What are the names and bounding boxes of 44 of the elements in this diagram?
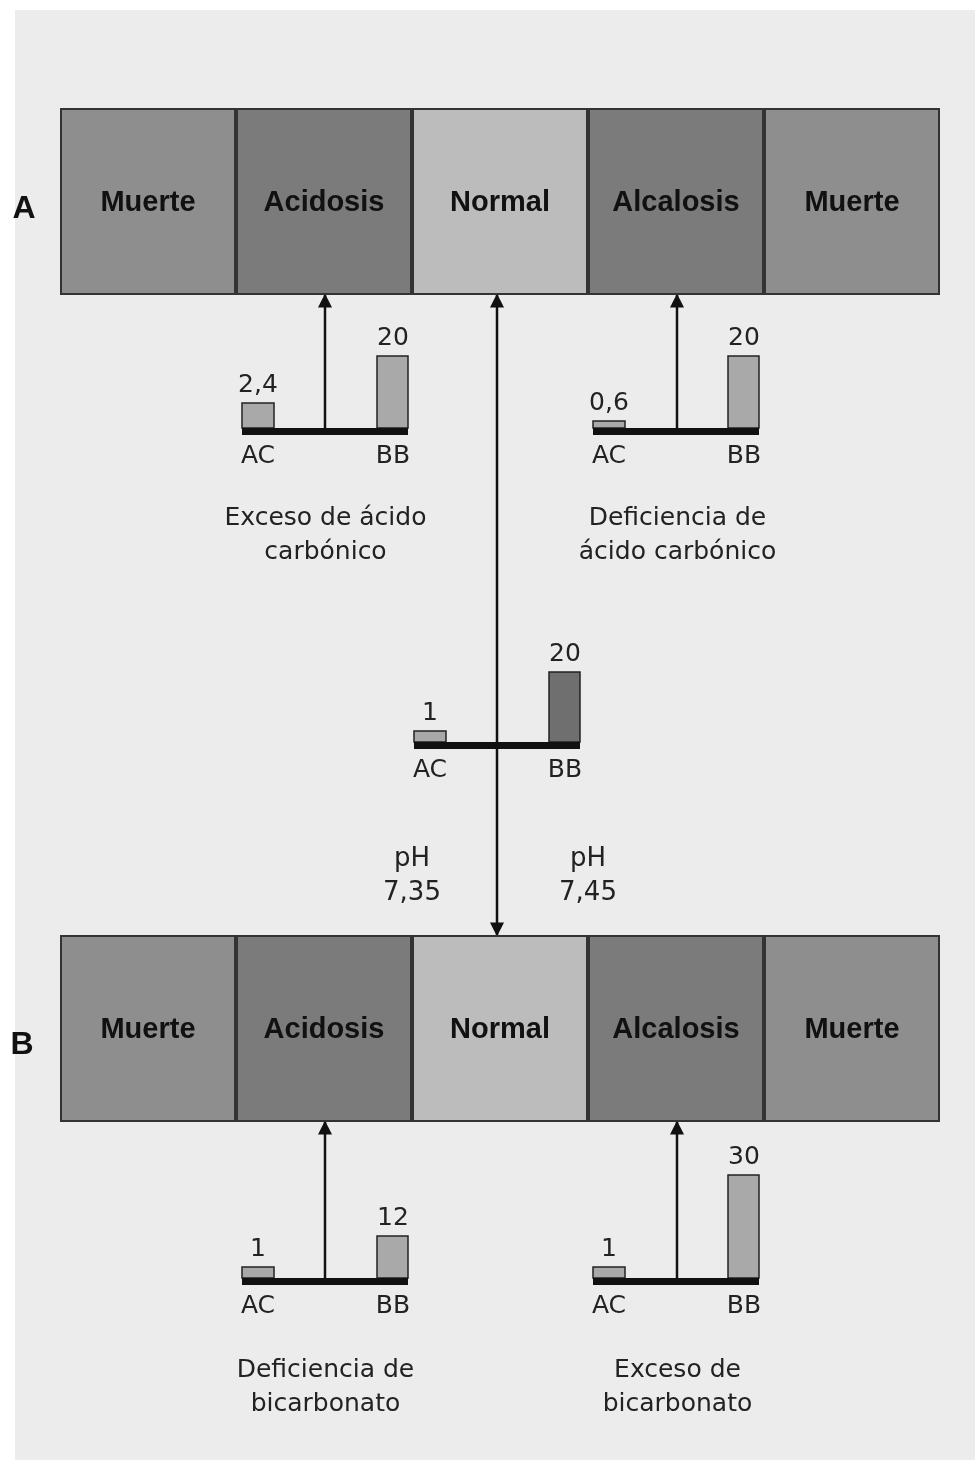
arrow	[490, 293, 504, 628]
ph-range-cell: Alcalosis	[588, 935, 764, 1122]
ph-range-cell: Muerte	[60, 108, 236, 295]
ph-value: pH 7,35	[382, 841, 442, 908]
axis-label: AC	[591, 440, 627, 470]
axis-label: BB	[547, 754, 583, 784]
ph-value: pH 7,45	[558, 841, 618, 908]
scale-caption: Deficiencia de bicarbonato	[235, 1353, 416, 1419]
arrow	[670, 1120, 684, 1135]
scale-caption: Deficiencia de ácido carbónico	[577, 501, 778, 567]
axis-label: AC	[240, 1290, 276, 1320]
axis-label: AC	[240, 440, 276, 470]
ph-range-cell: Acidosis	[236, 108, 412, 295]
ph-range-cell: Muerte	[60, 935, 236, 1122]
value-label: 0,6	[589, 387, 629, 417]
value-label: 1	[250, 1233, 266, 1263]
value-label: 1	[601, 1233, 617, 1263]
value-label: 20	[728, 322, 760, 352]
value-label: 20	[549, 638, 581, 668]
value-label: 2,4	[238, 369, 278, 399]
value-label: 12	[377, 1202, 409, 1232]
panel-letter: A	[11, 190, 37, 224]
axis-label: BB	[375, 1290, 411, 1320]
ph-range-cell: Muerte	[764, 108, 940, 295]
value-label: 20	[377, 322, 409, 352]
ph-range-cell: Alcalosis	[588, 108, 764, 295]
arrow	[670, 293, 684, 312]
ph-range-cell: Normal	[412, 108, 588, 295]
axis-label: BB	[726, 440, 762, 470]
arrow	[490, 788, 504, 937]
value-label: 1	[422, 697, 438, 727]
ph-range-cell: Muerte	[764, 935, 940, 1122]
axis-label: BB	[726, 1290, 762, 1320]
value-label: 30	[728, 1141, 760, 1171]
ph-range-cell: Acidosis	[236, 935, 412, 1122]
axis-label: AC	[591, 1290, 627, 1320]
panel-letter: B	[9, 1026, 35, 1060]
axis-label: BB	[375, 440, 411, 470]
scale-caption: Exceso de ácido carbónico	[223, 501, 428, 567]
arrow	[318, 1120, 332, 1192]
ph-range-cell: Normal	[412, 935, 588, 1122]
axis-label: AC	[412, 754, 448, 784]
scale-caption: Exceso de bicarbonato	[601, 1353, 754, 1419]
arrow	[318, 293, 332, 312]
